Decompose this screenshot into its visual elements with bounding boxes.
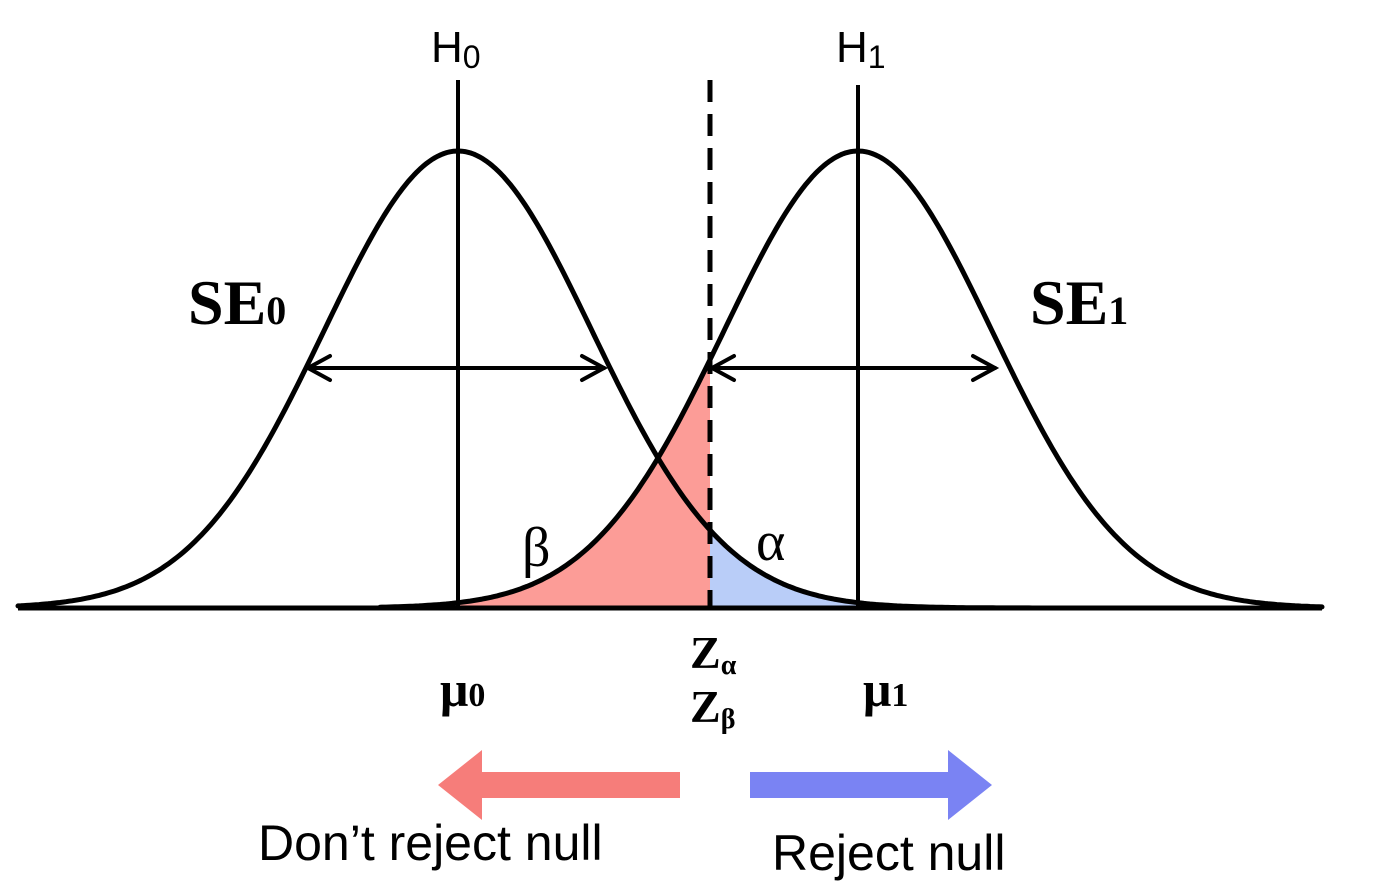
z-alpha-label: Zα: [690, 627, 737, 681]
reject-arrow: [750, 750, 992, 820]
dont-reject-arrow: [438, 750, 680, 820]
se1-label: SE1: [1030, 267, 1128, 338]
beta-label: β: [522, 517, 551, 579]
reject-label: Reject null: [772, 825, 1005, 881]
se0-label: SE0: [188, 267, 286, 338]
se0-width-arrow: [303, 354, 609, 382]
alpha-label: α: [756, 511, 785, 573]
se1-width-arrow: [707, 354, 1000, 382]
mu0-label: μ0: [440, 661, 485, 717]
null-distribution-curve: [15, 148, 1092, 611]
dont-reject-label: Don’t reject null: [258, 815, 603, 871]
h1-label: H1: [836, 23, 886, 75]
mu1-label: μ1: [863, 661, 908, 717]
z-beta-label: Zβ: [690, 681, 735, 735]
alternative-distribution-curve: [377, 148, 1325, 610]
h0-label: H0: [431, 23, 481, 75]
beta-error-region: [458, 359, 710, 608]
alpha-error-region: [710, 530, 1000, 608]
